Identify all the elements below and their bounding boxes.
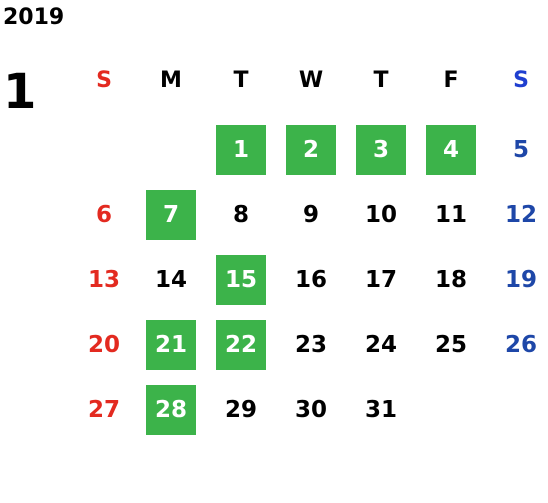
year-label: 2019 bbox=[3, 5, 65, 30]
month-label: 1 bbox=[3, 64, 37, 120]
day-4[interactable]: 4 bbox=[426, 125, 476, 175]
day-9[interactable]: 9 bbox=[302, 202, 319, 228]
weekday-thu: T bbox=[373, 68, 389, 93]
day-6[interactable]: 6 bbox=[95, 202, 112, 228]
day-26[interactable]: 26 bbox=[504, 332, 537, 358]
weekday-sat: S bbox=[513, 68, 529, 93]
day-25[interactable]: 25 bbox=[434, 332, 467, 358]
weekday-fri: F bbox=[443, 68, 459, 93]
day-22[interactable]: 22 bbox=[216, 320, 266, 370]
day-15[interactable]: 15 bbox=[216, 255, 266, 305]
weekday-sun: S bbox=[96, 68, 112, 93]
day-29[interactable]: 29 bbox=[224, 397, 257, 423]
day-20[interactable]: 20 bbox=[87, 332, 120, 358]
day-13[interactable]: 13 bbox=[87, 267, 120, 293]
weekday-wed: W bbox=[298, 68, 324, 93]
day-16[interactable]: 16 bbox=[294, 267, 327, 293]
day-3[interactable]: 3 bbox=[356, 125, 406, 175]
day-5[interactable]: 5 bbox=[512, 137, 529, 163]
weekday-tue: T bbox=[233, 68, 249, 93]
day-30[interactable]: 30 bbox=[294, 397, 327, 423]
day-8[interactable]: 8 bbox=[232, 202, 249, 228]
day-10[interactable]: 10 bbox=[364, 202, 397, 228]
day-23[interactable]: 23 bbox=[294, 332, 327, 358]
day-21[interactable]: 21 bbox=[146, 320, 196, 370]
day-14[interactable]: 14 bbox=[154, 267, 187, 293]
day-28[interactable]: 28 bbox=[146, 385, 196, 435]
day-27[interactable]: 27 bbox=[87, 397, 120, 423]
day-12[interactable]: 12 bbox=[504, 202, 537, 228]
day-1[interactable]: 1 bbox=[216, 125, 266, 175]
day-2[interactable]: 2 bbox=[286, 125, 336, 175]
day-24[interactable]: 24 bbox=[364, 332, 397, 358]
weekday-mon: M bbox=[160, 68, 182, 93]
day-18[interactable]: 18 bbox=[434, 267, 467, 293]
day-11[interactable]: 11 bbox=[434, 202, 467, 228]
day-31[interactable]: 31 bbox=[364, 397, 397, 423]
day-17[interactable]: 17 bbox=[364, 267, 397, 293]
day-7[interactable]: 7 bbox=[146, 190, 196, 240]
day-19[interactable]: 19 bbox=[504, 267, 537, 293]
